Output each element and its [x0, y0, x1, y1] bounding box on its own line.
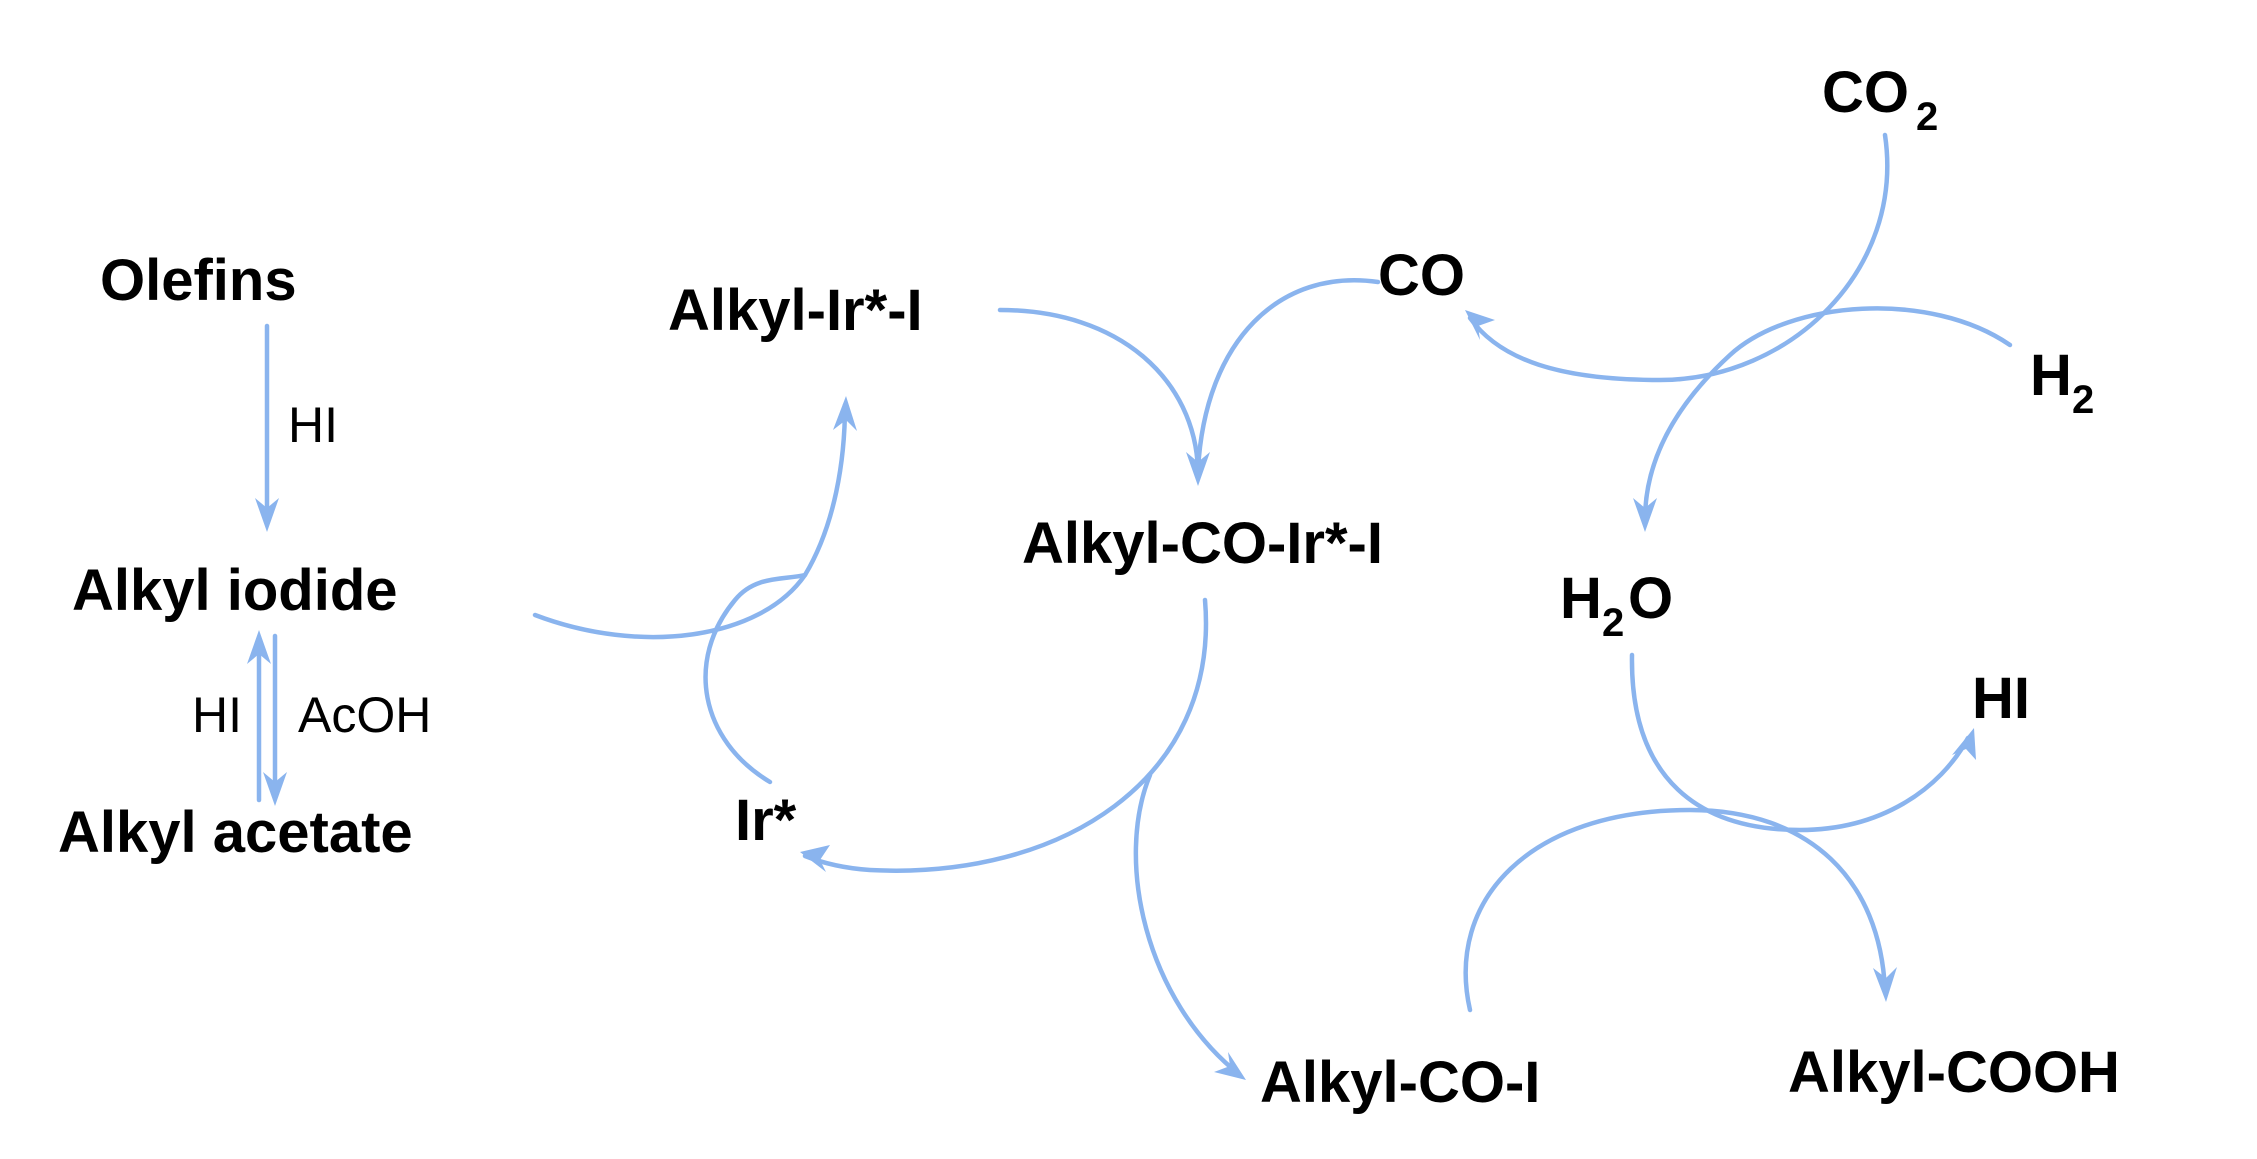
arrow-hydrolysis: [1463, 652, 1976, 1013]
h2-subscript: 2: [2072, 378, 2094, 422]
equilibrium-arrows: [247, 630, 287, 806]
arrow-olefins-to-iodide: [255, 323, 279, 532]
arrow-co-insertion: [997, 278, 1381, 486]
reagent-acoh-eq: AcOH: [298, 687, 431, 743]
arrow-water-gas-shift: [1465, 132, 2013, 532]
arrow-reductive-elimination: [800, 597, 1246, 1080]
alkyl-iodide-label: Alkyl iodide: [72, 558, 398, 623]
h2o-h: H: [1560, 566, 1602, 631]
reagent-hi-step1: HI: [288, 397, 338, 453]
alkyl-acetate-label: Alkyl acetate: [58, 800, 413, 865]
h2o-o: O: [1628, 566, 1673, 631]
arrow-oxidative-addition: [532, 396, 857, 785]
reagent-hi-eq: HI: [192, 687, 242, 743]
alkyl-co-i-label: Alkyl-CO-I: [1260, 1050, 1540, 1115]
olefins-label: Olefins: [100, 248, 297, 313]
alkyl-co-ir-i-label: Alkyl-CO-Ir*-I: [1022, 511, 1383, 576]
h2o-subscript: 2: [1602, 601, 1624, 645]
h2-label: H 2: [2030, 343, 2094, 422]
co2-label: CO 2: [1822, 60, 1938, 139]
alkyl-cooh-label: Alkyl-COOH: [1788, 1040, 2120, 1105]
co2-main: CO: [1822, 60, 1909, 125]
h2-main: H: [2030, 343, 2072, 408]
ir-star-label: Ir*: [735, 788, 797, 853]
hi-product-label: HI: [1972, 666, 2030, 731]
co2-subscript: 2: [1916, 95, 1938, 139]
alkyl-ir-i-label: Alkyl-Ir*-I: [668, 278, 923, 343]
co-label: CO: [1378, 243, 1465, 308]
h2o-label: H 2 O: [1560, 566, 1673, 645]
